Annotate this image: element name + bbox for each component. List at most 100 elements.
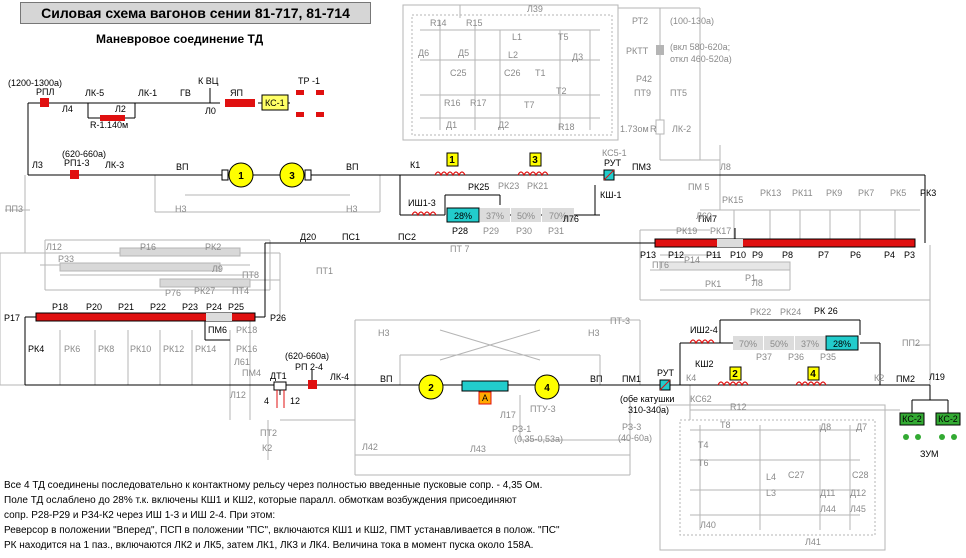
inactive-wiring [0,4,931,551]
svg-text:4: 4 [544,383,550,394]
svg-text:Д6: Д6 [418,48,429,58]
svg-text:Т2: Т2 [556,86,567,96]
svg-text:Д11: Д11 [820,488,835,498]
svg-text:РПЛ: РПЛ [36,87,54,97]
svg-text:Л17: Л17 [500,410,516,420]
svg-text:С26: С26 [504,68,521,78]
svg-text:ВП: ВП [590,374,602,384]
svg-text:Л2: Л2 [115,104,126,114]
svg-text:Л4: Л4 [62,104,73,114]
svg-text:R15: R15 [466,18,483,28]
svg-text:РК 26: РК 26 [814,306,838,316]
svg-text:РК23: РК23 [498,181,519,191]
svg-text:ПМ2: ПМ2 [896,374,915,384]
svg-text:Л19: Л19 [929,372,945,382]
svg-text:(1200-1300а): (1200-1300а) [8,78,62,88]
svg-text:Р35: Р35 [820,352,836,362]
field-coil-4: 4 [795,366,827,387]
svg-text:Р24: Р24 [206,302,222,312]
svg-text:Л60: Л60 [696,211,712,221]
svg-text:ПС1: ПС1 [342,232,360,242]
svg-text:РК22: РК22 [750,307,771,317]
svg-text:РК15: РК15 [722,195,743,205]
svg-text:РК27: РК27 [194,286,215,296]
svg-text:РК8: РК8 [98,344,114,354]
svg-text:КС5-1: КС5-1 [602,148,627,158]
svg-text:Р18: Р18 [52,302,68,312]
r1140-resistor [100,115,125,121]
svg-text:РК4: РК4 [28,344,44,354]
field-coil-3: 3 [517,152,549,177]
svg-text:КШ-1: КШ-1 [600,190,622,200]
svg-text:Р8: Р8 [782,250,793,260]
rktt-relay [656,45,664,55]
svg-text:Р31: Р31 [548,226,564,236]
svg-text:откл 460-520а): откл 460-520а) [670,54,732,64]
svg-text:РК19: РК19 [676,226,697,236]
svg-text:КС-2: КС-2 [938,414,958,424]
svg-text:Л12: Л12 [46,242,62,252]
svg-text:50%: 50% [770,339,788,349]
svg-text:РК1: РК1 [705,279,721,289]
svg-text:Р22: Р22 [150,302,166,312]
ammeter-label: А [482,393,488,403]
svg-text:РК21: РК21 [527,181,548,191]
svg-text:ПТ2: ПТ2 [260,428,277,438]
rp13-relay [70,170,79,179]
svg-text:РТ2: РТ2 [632,16,648,26]
svg-text:3: 3 [289,171,295,182]
svg-text:Т8: Т8 [720,420,731,430]
svg-text:РК12: РК12 [163,344,184,354]
svg-text:РК24: РК24 [780,307,801,317]
svg-text:ЗУМ: ЗУМ [920,449,939,459]
field-weakening-top: 28% 37% 50% 70% [446,207,574,223]
svg-text:Р11: Р11 [706,250,721,260]
note-line: сопр. Р28-Р29 и Р34-К2 через ИШ 1-3 и ИШ… [4,510,276,521]
svg-text:(620-660а): (620-660а) [62,149,106,159]
svg-text:Р37: Р37 [756,352,772,362]
svg-text:ПТ1: ПТ1 [316,266,333,276]
ammeter-box [478,391,492,405]
svg-text:Р17: Р17 [4,313,20,323]
motor-3-brushes [304,169,312,181]
svg-text:Д2: Д2 [498,120,509,130]
svg-text:РК9: РК9 [826,188,842,198]
svg-text:Р6: Р6 [850,250,861,260]
field-coil-1: 1 [434,152,466,177]
field-weakening-bottom: 70% 50% 37% 28% [733,335,859,351]
start-resistor-lower-bypass [206,313,232,321]
motor-1-brushes [221,169,229,181]
svg-text:ПТУ-3: ПТУ-3 [530,404,556,414]
labels-active: (1200-1300а) РПЛ ЛК-5 ЛК-1 Л4 Л2 R-1.140… [4,76,945,459]
svg-text:Л8: Л8 [720,162,731,172]
svg-text:Д1: Д1 [446,120,457,130]
svg-text:L3: L3 [766,488,776,498]
svg-text:(0,35-0,53а): (0,35-0,53а) [514,434,563,444]
svg-text:ПМ1: ПМ1 [622,374,641,384]
r173-resistor [655,119,665,135]
svg-text:РУТ: РУТ [657,368,675,378]
svg-text:37%: 37% [486,211,504,221]
svg-text:ПТ-3: ПТ-3 [610,316,630,326]
svg-text:ПТ6: ПТ6 [652,260,669,270]
svg-text:37%: 37% [801,339,819,349]
svg-text:Л76: Л76 [563,214,579,224]
svg-text:Т1: Т1 [535,68,546,78]
svg-text:ТР -1: ТР -1 [298,76,320,86]
shunt-bar [461,380,509,392]
svg-text:Л3: Л3 [32,160,43,170]
rut1-relay [603,169,615,181]
svg-text:ЛК-5: ЛК-5 [85,88,104,98]
note-line: РК находится на 1 паз., включаются ЛК2 и… [4,540,534,551]
svg-text:R18: R18 [558,122,575,132]
svg-text:R17: R17 [470,98,487,108]
resistor-p16-inactive [119,247,241,257]
svg-text:ПТ4: ПТ4 [232,286,249,296]
svg-text:Л41: Л41 [805,537,821,547]
svg-text:Р14: Р14 [684,255,700,265]
svg-text:2: 2 [428,383,434,394]
svg-text:12: 12 [290,396,300,406]
svg-text:РК14: РК14 [195,344,216,354]
zum-fuses: КС-2 КС-2 [899,412,961,440]
svg-text:РК5: РК5 [890,188,906,198]
